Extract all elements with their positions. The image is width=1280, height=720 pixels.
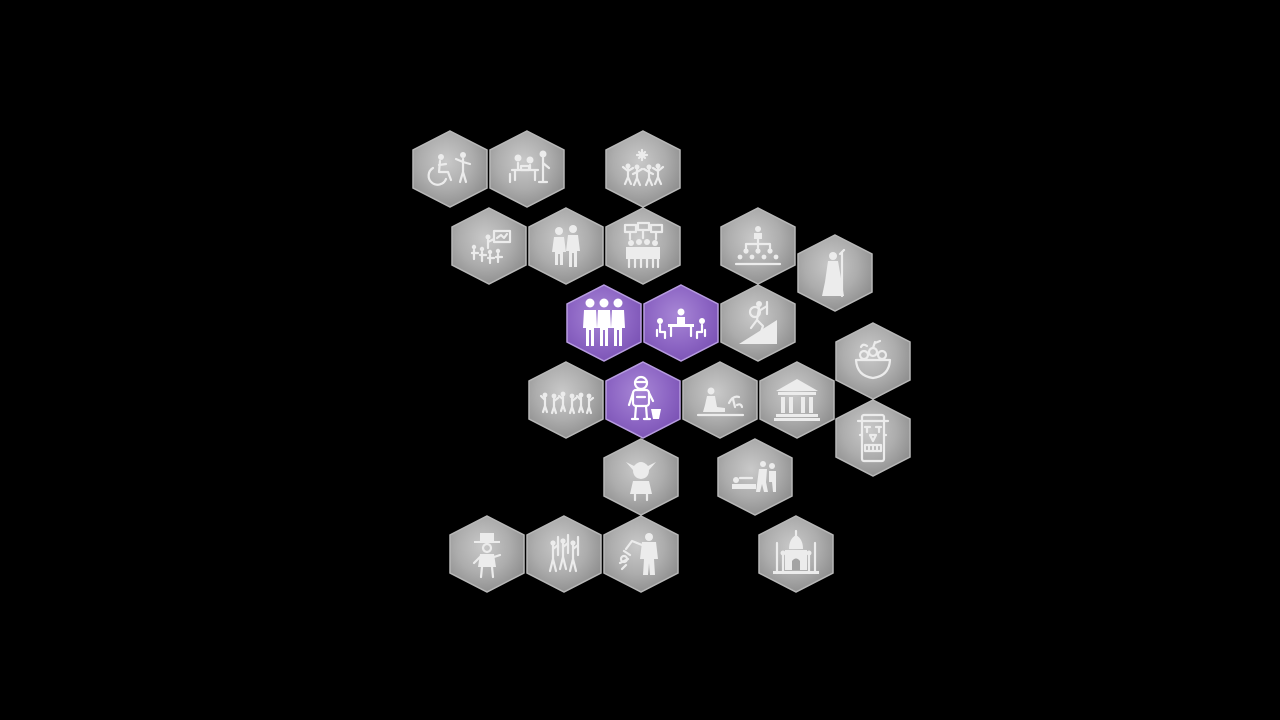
tile-couple[interactable] — [527, 207, 605, 285]
alien-sage-icon — [626, 462, 656, 502]
tile-accessibility[interactable] — [411, 130, 489, 208]
giant-robot-icon — [618, 533, 658, 575]
tile-robed-figure[interactable] — [796, 234, 874, 312]
cowboy-icon — [472, 533, 502, 579]
tile-medic[interactable] — [716, 438, 794, 516]
tile-hierarchy[interactable] — [719, 207, 797, 285]
couple-embrace-icon — [552, 225, 580, 267]
tile-celebration[interactable] — [604, 130, 682, 208]
tile-museum[interactable] — [758, 361, 836, 439]
tile-taj-mahal[interactable] — [757, 515, 835, 593]
mountain-climber-icon — [739, 300, 777, 344]
fruit-bowl-icon — [854, 339, 892, 380]
classroom-lecture-icon — [470, 229, 512, 265]
accessibility-icon — [427, 152, 472, 186]
tile-fruit-bowl[interactable] — [834, 322, 912, 400]
family-table-icon — [508, 150, 551, 184]
robed-elder-icon — [822, 248, 846, 298]
tile-tiki[interactable] — [834, 399, 912, 477]
tile-giant[interactable] — [602, 515, 680, 593]
kneeling-gardener-icon — [696, 387, 745, 417]
tile-gardener[interactable] — [681, 361, 759, 439]
marching-soldiers-icon — [548, 533, 580, 573]
parade-crowd-icon — [539, 391, 595, 415]
org-hierarchy-icon — [734, 226, 782, 266]
taj-mahal-icon — [773, 529, 819, 575]
tile-cowboy[interactable] — [448, 515, 526, 593]
tile-soldiers[interactable] — [525, 515, 603, 593]
classical-building-icon — [774, 379, 820, 421]
medic-patient-icon — [732, 461, 776, 492]
tile-protest[interactable] — [604, 207, 682, 285]
tile-climber[interactable] — [719, 284, 797, 362]
protest-crowd-icon — [623, 221, 664, 269]
tile-business-team[interactable] — [565, 284, 643, 362]
tile-lecture[interactable] — [450, 207, 528, 285]
meeting-table-icon — [655, 308, 707, 340]
tile-alien-sage[interactable] — [602, 438, 680, 516]
tile-family-dinner[interactable] — [488, 130, 566, 208]
tile-astronaut[interactable] — [604, 361, 682, 439]
tile-meeting[interactable] — [642, 284, 720, 362]
business-team-icon — [583, 298, 625, 346]
dancers-celebration-icon — [621, 148, 665, 187]
astronaut-icon — [627, 375, 661, 421]
tiki-totem-icon — [856, 413, 890, 463]
tile-parade[interactable] — [527, 361, 605, 439]
